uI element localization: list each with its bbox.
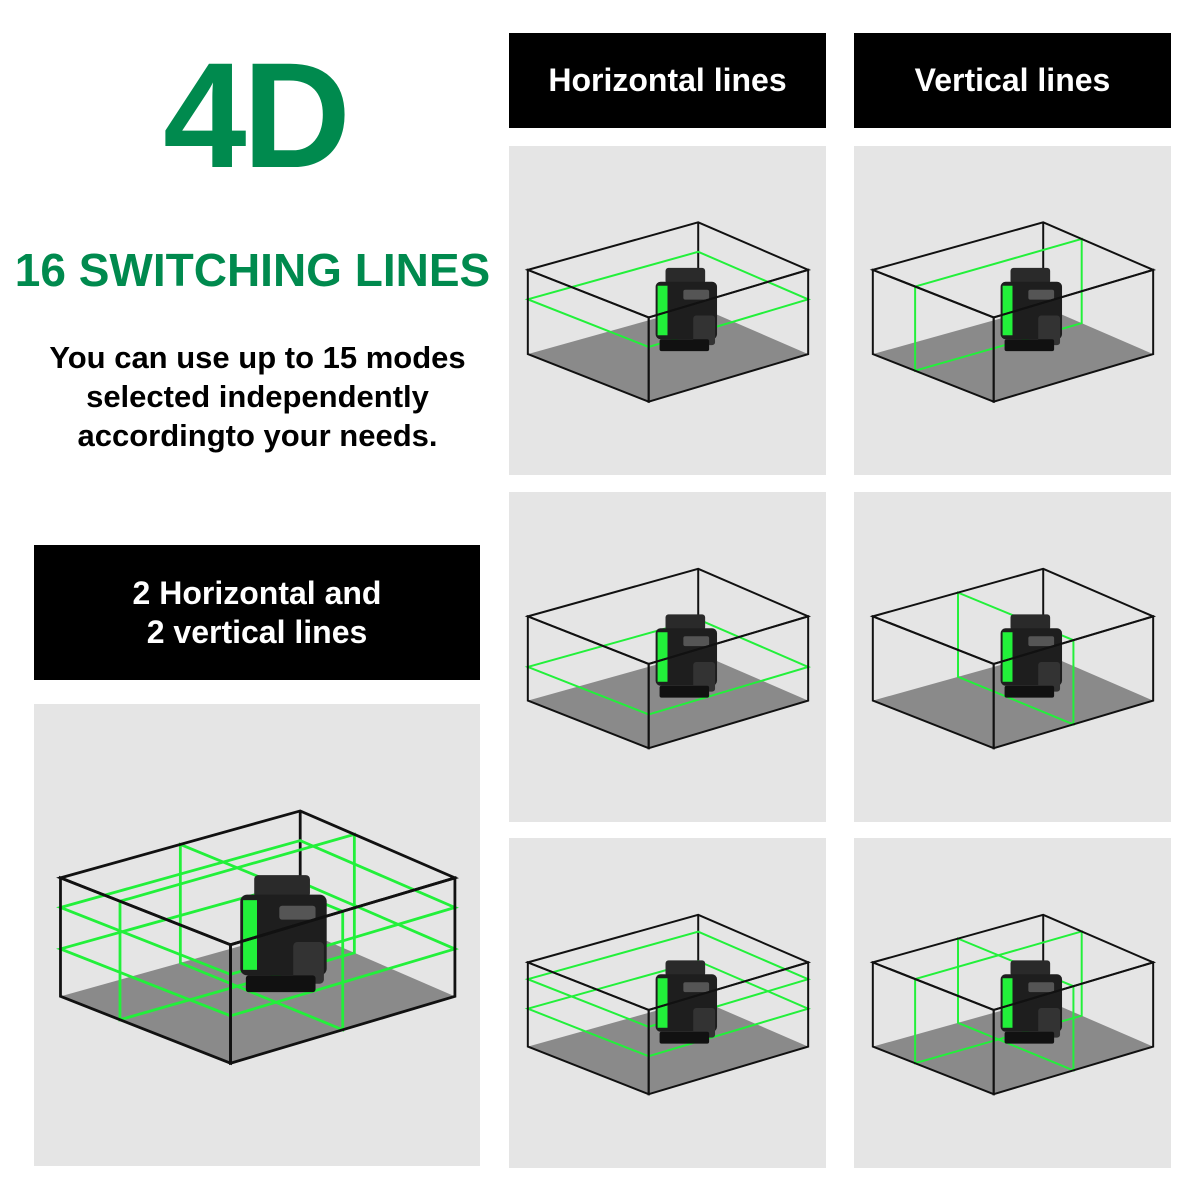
vertical-laser-line [914, 237, 1083, 373]
description-line: selected independently [86, 379, 429, 414]
box-front-right [647, 268, 810, 403]
laser-level-battery [293, 941, 324, 984]
laser-level-accent [1002, 285, 1013, 336]
laser-level-top [665, 614, 706, 631]
floor [872, 306, 1154, 402]
laser-level-accent [657, 632, 668, 682]
laser-level-display [279, 905, 316, 920]
description: You can use up to 15 modes selected inde… [10, 338, 505, 455]
laser-level-top [254, 875, 310, 898]
laser-level-battery [1038, 1007, 1061, 1038]
laser-level-base [1004, 339, 1055, 352]
horizontal-lines-header: Horizontal lines [509, 33, 826, 128]
laser-box-illustration [869, 567, 1157, 750]
laser-level-top [1010, 267, 1051, 284]
box-front-right [992, 268, 1155, 403]
laser-level-battery [1038, 661, 1061, 692]
panel-combo [34, 704, 480, 1166]
laser-level-display [683, 636, 710, 647]
laser-level-accent [1002, 978, 1013, 1028]
laser-box-illustration [524, 221, 812, 404]
laser-level-accent [657, 978, 668, 1028]
description-line: accordingto your needs. [77, 418, 438, 453]
laser-level-battery [693, 661, 716, 692]
panel-vertical-cross [854, 492, 1171, 822]
laser-level-display [683, 289, 710, 300]
laser-level-accent [657, 285, 668, 336]
combo-label-line: 2 vertical lines [146, 613, 368, 650]
laser-level-base [1004, 685, 1055, 698]
combo-lines-header: 2 Horizontal and 2 vertical lines [34, 545, 480, 680]
laser-level-accent [243, 900, 257, 970]
vertical-laser-line [118, 832, 356, 1022]
laser-level-display [1028, 636, 1055, 647]
panel-horizontal-low [509, 492, 826, 822]
panel-horizontal-one [509, 146, 826, 475]
laser-level-battery [693, 315, 716, 346]
laser-level-accent [1002, 632, 1013, 682]
box-front-right [647, 615, 810, 750]
headline-4d: 4D [163, 31, 351, 199]
box-front-right [647, 961, 810, 1096]
floor [872, 653, 1154, 749]
laser-level-display [1028, 982, 1055, 993]
laser-box-illustration [56, 809, 459, 1066]
panel-vertical-two [854, 838, 1171, 1168]
box-front-right [992, 961, 1155, 1096]
laser-level-display [683, 982, 710, 993]
box-front-right [229, 875, 457, 1066]
combo-label-line: 2 Horizontal and [132, 574, 382, 611]
laser-level-battery [1038, 315, 1061, 346]
vertical-laser-line [914, 930, 1083, 1065]
laser-level-top [1010, 614, 1051, 631]
floor [60, 929, 455, 1064]
laser-level-base [245, 975, 316, 993]
floor [527, 999, 809, 1095]
floor [527, 306, 809, 402]
description-line: You can use up to 15 modes [49, 340, 466, 375]
box-front-right [992, 615, 1155, 750]
vertical-lines-header: Vertical lines [854, 33, 1171, 128]
subtitle: 16 SWITCHING LINES [14, 244, 491, 296]
laser-level-top [665, 267, 706, 284]
laser-level-top [665, 960, 706, 977]
laser-box-illustration [869, 221, 1157, 404]
laser-level-base [659, 1031, 710, 1044]
laser-level-base [1004, 1031, 1055, 1044]
panel-vertical-one [854, 146, 1171, 475]
laser-level-top [1010, 960, 1051, 977]
floor [872, 999, 1154, 1095]
laser-level-base [659, 339, 710, 352]
laser-level-base [659, 685, 710, 698]
laser-box-illustration [524, 567, 812, 750]
laser-box-illustration [524, 913, 812, 1096]
laser-level-battery [693, 1007, 716, 1038]
laser-level-display [1028, 289, 1055, 300]
panel-horizontal-two [509, 838, 826, 1168]
laser-box-illustration [869, 913, 1157, 1096]
floor [527, 653, 809, 749]
